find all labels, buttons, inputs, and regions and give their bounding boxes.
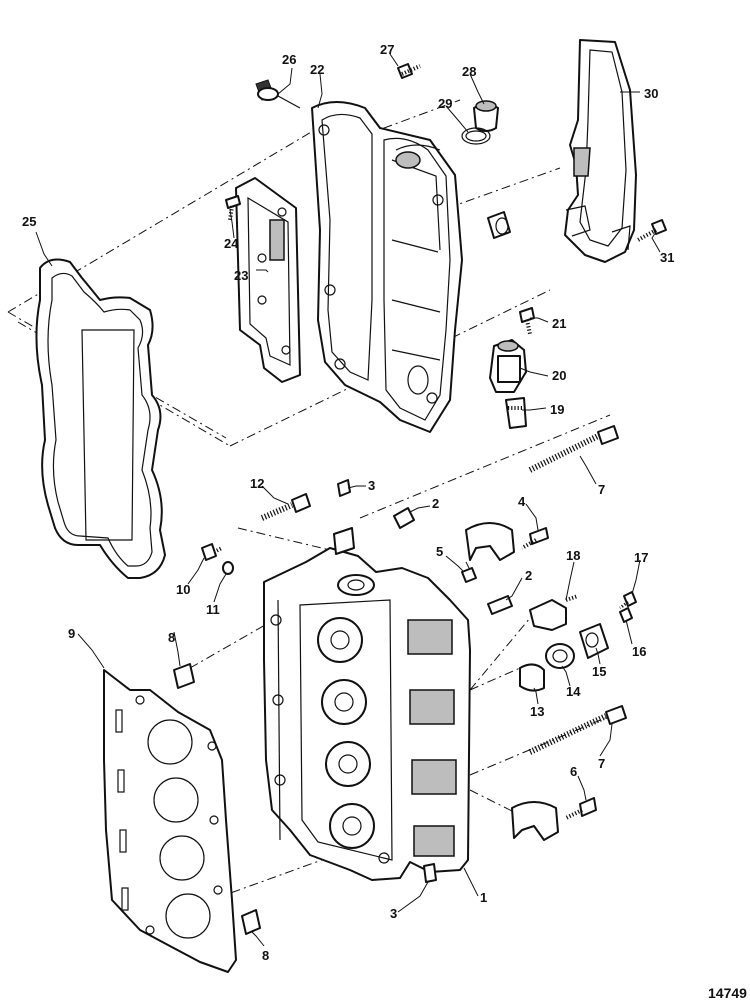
long-studs bbox=[528, 425, 627, 755]
callout-5: 5 bbox=[436, 544, 443, 559]
callout-27: 27 bbox=[380, 42, 394, 57]
callout-17: 17 bbox=[634, 550, 648, 565]
leader-lines bbox=[35, 53, 661, 947]
callout-19: 19 bbox=[550, 402, 564, 417]
callout-4: 4 bbox=[518, 494, 526, 509]
rocker-cover-gasket bbox=[35, 258, 166, 579]
head-gasket bbox=[103, 669, 237, 973]
callout-21: 21 bbox=[552, 316, 566, 331]
side-cover-bracket bbox=[564, 39, 637, 263]
callout-29: 29 bbox=[438, 96, 452, 111]
callout-25: 25 bbox=[22, 214, 36, 229]
callout-13: 13 bbox=[530, 704, 544, 719]
callout-8: 8 bbox=[262, 948, 269, 963]
callout-14: 14 bbox=[566, 684, 581, 699]
sensor-assembly bbox=[489, 339, 527, 429]
figure-id: 14749 bbox=[708, 985, 747, 1001]
thermostat-group bbox=[519, 591, 637, 692]
callout-6: 6 bbox=[570, 764, 577, 779]
dowel-pins bbox=[173, 663, 261, 935]
callout-24: 24 bbox=[224, 236, 239, 251]
callout-23: 23 bbox=[234, 268, 248, 283]
callout-10: 10 bbox=[176, 582, 190, 597]
cylinder-head bbox=[263, 527, 471, 881]
callout-31: 31 bbox=[660, 250, 674, 265]
callout-11: 11 bbox=[206, 602, 220, 617]
clamp-brackets bbox=[465, 522, 597, 841]
callout-3: 3 bbox=[368, 478, 375, 493]
callout-8: 8 bbox=[168, 630, 175, 645]
callout-12: 12 bbox=[250, 476, 264, 491]
callout-20: 20 bbox=[552, 368, 566, 383]
callout-22: 22 bbox=[310, 62, 324, 77]
cylinder-head-cover bbox=[311, 101, 463, 433]
callout-1: 1 bbox=[480, 890, 487, 905]
callout-labels: 1 2 2 3 3 4 5 6 7 7 8 8 9 10 11 12 13 14… bbox=[22, 42, 674, 963]
callout-3: 3 bbox=[390, 906, 397, 921]
bracket-screw bbox=[637, 219, 667, 242]
callout-18: 18 bbox=[566, 548, 580, 563]
callout-26: 26 bbox=[282, 52, 296, 67]
head-small-parts bbox=[337, 479, 513, 883]
callout-2: 2 bbox=[432, 496, 439, 511]
callout-15: 15 bbox=[592, 664, 606, 679]
callout-30: 30 bbox=[644, 86, 658, 101]
callout-9: 9 bbox=[68, 626, 75, 641]
callout-7: 7 bbox=[598, 756, 605, 771]
callout-2: 2 bbox=[525, 568, 532, 583]
left-bolts bbox=[201, 493, 311, 575]
callout-28: 28 bbox=[462, 64, 476, 79]
callout-7: 7 bbox=[598, 482, 605, 497]
cover-plate bbox=[235, 177, 301, 383]
callout-16: 16 bbox=[632, 644, 646, 659]
